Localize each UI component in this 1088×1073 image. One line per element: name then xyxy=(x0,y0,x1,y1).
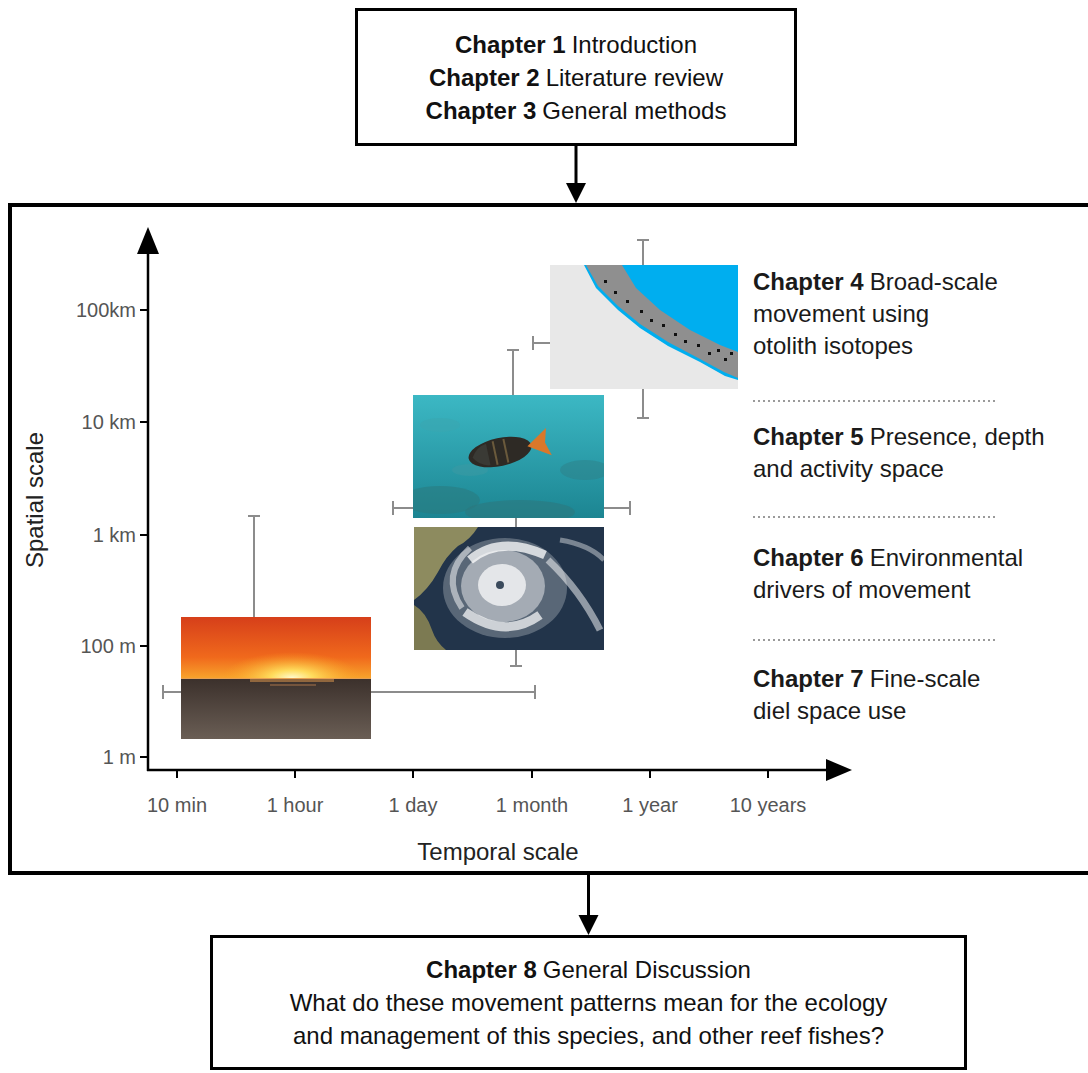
y-ticks xyxy=(140,310,148,757)
chapter-label: Chapter 7Fine-scale diel space use xyxy=(753,663,1003,727)
text-line: Chapter 3General methods xyxy=(426,94,727,127)
tick-label: 1 m xyxy=(103,745,136,769)
box-text: Introduction xyxy=(572,31,697,58)
axis-arrowhead xyxy=(826,759,852,781)
arrow-line xyxy=(575,146,578,187)
chapter-number: Chapter 8 xyxy=(426,956,537,983)
box-content: Chapter 1IntroductionChapter 2Literature… xyxy=(426,28,727,127)
cyclone-photo xyxy=(414,527,604,650)
tick-label: 1 hour xyxy=(267,793,324,817)
chapter-label: Chapter 4Broad-scale movement using otol… xyxy=(753,266,999,362)
discussion-box: Chapter 8General DiscussionWhat do these… xyxy=(210,935,967,1070)
chapter-number: Chapter 1 xyxy=(455,31,566,58)
axis-arrowhead xyxy=(137,227,159,254)
box-text: What do these movement patterns mean for… xyxy=(290,989,888,1049)
x-ticks xyxy=(177,770,768,778)
box-content: Chapter 8General DiscussionWhat do these… xyxy=(279,953,899,1052)
box-text: Literature review xyxy=(546,64,723,91)
text-line: Chapter 1Introduction xyxy=(426,28,727,61)
fish-photo xyxy=(413,395,604,518)
tick-label: 10 min xyxy=(147,793,207,817)
y-axis xyxy=(147,250,150,771)
chapter-number: Chapter 5 xyxy=(753,423,864,450)
x-axis xyxy=(147,769,830,772)
box-text: General methods xyxy=(542,97,726,124)
chapter-number: Chapter 2 xyxy=(429,64,540,91)
chapter-box: Chapter 1IntroductionChapter 2Literature… xyxy=(355,8,797,146)
chapter-number: Chapter 7 xyxy=(753,665,864,692)
flow-arrow xyxy=(566,146,586,203)
axis-title: Temporal scale xyxy=(417,837,578,867)
arrow-line xyxy=(587,875,590,919)
tick-label: 10 years xyxy=(730,793,807,817)
tick-label: 1 month xyxy=(496,793,568,817)
tick-label: 100 m xyxy=(80,634,136,658)
tick-label: 1 km xyxy=(93,523,136,547)
sunset-photo xyxy=(181,617,371,739)
chapter-number: Chapter 6 xyxy=(753,544,864,571)
box-text: General Discussion xyxy=(543,956,751,983)
axes xyxy=(140,250,830,778)
chapter-number: Chapter 3 xyxy=(426,97,537,124)
chapter-label: Chapter 5Presence, depth and activity sp… xyxy=(753,421,1063,485)
flow-arrow xyxy=(579,875,599,935)
text-line: What do these movement patterns mean for… xyxy=(279,986,899,1052)
chapter-number: Chapter 4 xyxy=(753,268,864,295)
arrowhead xyxy=(579,915,599,935)
tick-label: 100km xyxy=(76,298,136,322)
map-figure xyxy=(550,265,738,389)
text-line: Chapter 8General Discussion xyxy=(279,953,899,986)
arrowhead xyxy=(566,183,586,203)
tick-label: 1 year xyxy=(622,793,678,817)
text-line: Chapter 2Literature review xyxy=(426,61,727,94)
chapter-label: Chapter 6Environmental drivers of moveme… xyxy=(753,542,1063,606)
tick-label: 1 day xyxy=(389,793,438,817)
tick-label: 10 km xyxy=(82,410,136,434)
axis-title: Spatial scale xyxy=(20,432,50,568)
